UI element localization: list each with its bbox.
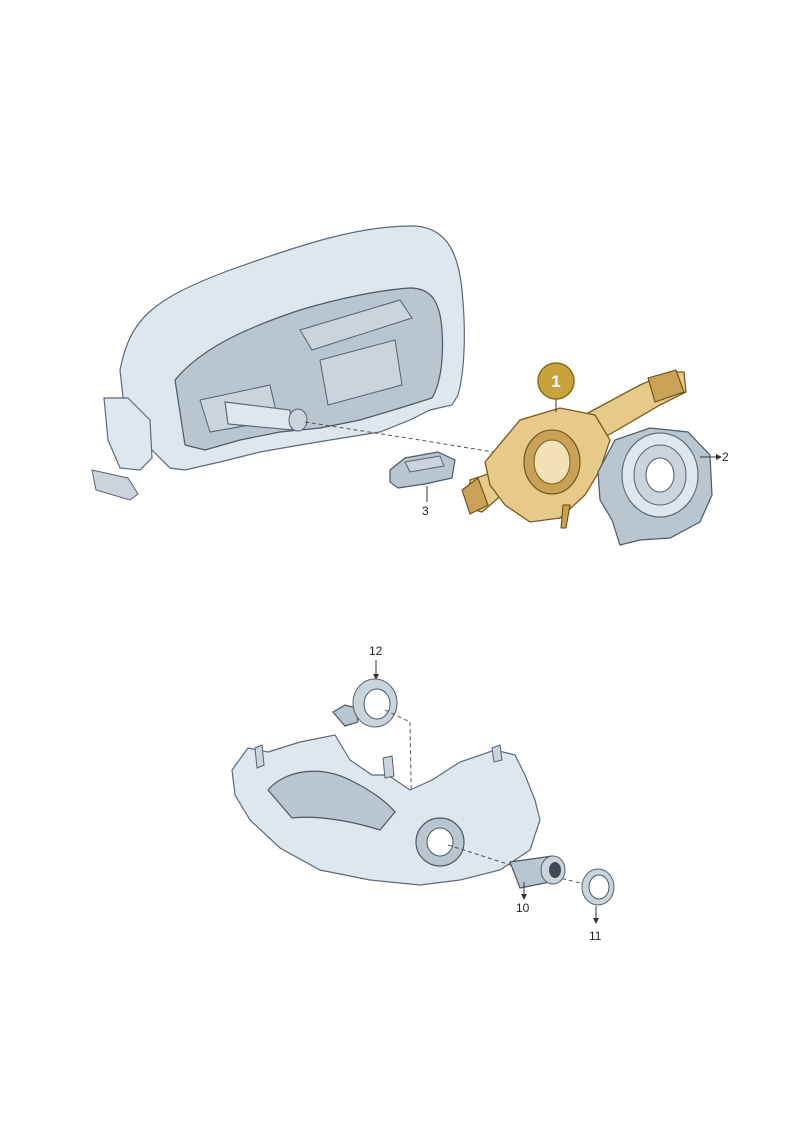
- callout-trim-ring: 11: [589, 929, 602, 943]
- bracket-part: [389, 451, 456, 489]
- lock-cylinder-part: [509, 855, 566, 889]
- callout-lock-cylinder: 10: [516, 901, 530, 915]
- arrow-trim-ring: [593, 918, 599, 924]
- callout-clock-spring: 2: [722, 450, 729, 464]
- callout-main-part: 1: [551, 372, 560, 391]
- callout-ring-antenna: 12: [369, 644, 383, 658]
- column-trim-part: [231, 734, 541, 886]
- callout-badge-main-part: 1: [537, 362, 575, 400]
- dashboard-carrier: [91, 225, 465, 501]
- arrow-lock-cylinder: [521, 894, 527, 900]
- callout-bracket: 3: [422, 504, 429, 518]
- steering-column-switch: [461, 369, 687, 529]
- ring-antenna-part: [332, 678, 398, 728]
- trim-ring-part: [581, 868, 615, 906]
- arrow-ring-antenna: [373, 674, 379, 680]
- clock-spring-part: [597, 427, 713, 546]
- arrow-clock-spring: [716, 454, 722, 460]
